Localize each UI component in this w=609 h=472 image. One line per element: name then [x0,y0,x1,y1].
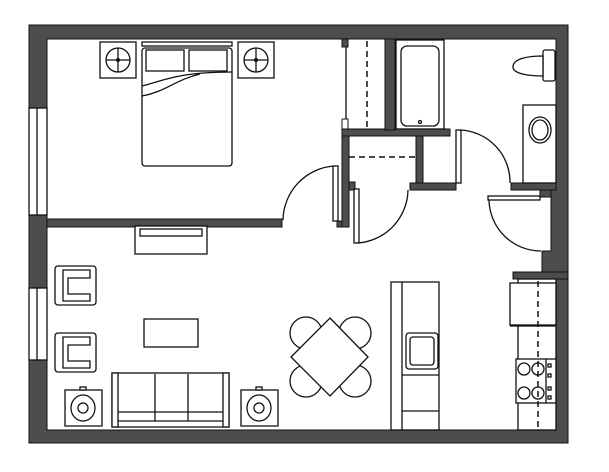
bed [141,41,233,167]
kitchen-counter [509,278,557,431]
nightstand-right [237,41,275,79]
armchair-bottom [54,332,97,373]
tv-stand [134,225,208,255]
bathroom-door[interactable] [455,129,511,184]
refrigerator [509,282,557,326]
bedroom-door[interactable] [282,165,339,222]
closet-bifold-door[interactable] [345,41,368,129]
kitchen-island [390,281,440,431]
entry-door[interactable] [487,195,542,252]
kitchen [390,278,557,431]
end-table-right [240,386,279,427]
armchair-top [54,265,97,306]
bathtub [395,39,445,130]
living-furniture [54,225,279,428]
doors[interactable] [282,41,542,252]
sofa [111,372,230,428]
stove [515,358,557,404]
dining-set [289,316,372,398]
bathroom-fixtures [395,39,557,184]
coffee-table [143,318,199,348]
left-windows [28,107,48,361]
vanity-sink [522,104,557,184]
bedroom-furniture [99,41,275,167]
closet-door[interactable] [353,188,409,244]
end-table-left [64,386,103,427]
interior-walls [46,38,569,280]
dining-table [290,317,369,397]
toilet [512,49,556,82]
nightstand-left [99,41,137,79]
